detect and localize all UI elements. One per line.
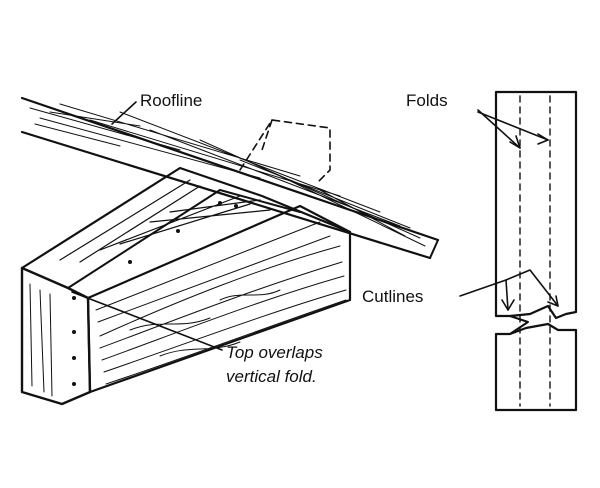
roofline-leader: [111, 101, 137, 125]
cutlines-arrowhead-right: [547, 295, 559, 307]
cutlines-arrowhead-left: [501, 299, 515, 311]
top-overlaps-label-line1: Top overlaps: [226, 343, 323, 362]
v-notch-cut: [509, 315, 529, 335]
eave-assembly-illustration: [20, 96, 440, 406]
folds-arrowhead-right: [537, 133, 549, 145]
top-overlaps-label-line2: vertical fold.: [226, 367, 317, 386]
cutlines-arrow-right: [505, 269, 559, 307]
folds-arrow-right: [477, 111, 549, 141]
fascia-front-face: [86, 204, 352, 394]
cutlines-label: Cutlines: [362, 287, 423, 306]
fascia-end-face: [20, 266, 92, 406]
fascia-top-surface: [20, 166, 352, 289]
strip-lower-outline: [494, 322, 578, 412]
cutlines-arrow-left: [459, 279, 509, 311]
hidden-rafter-dashed: [239, 119, 331, 183]
flashing-strip-illustration: [459, 90, 578, 412]
roofline-label: Roofline: [140, 91, 202, 110]
folds-label: Folds: [406, 91, 448, 110]
folds-arrowhead-left: [509, 135, 521, 149]
overlap-leader: [71, 291, 223, 351]
folds-arrow-left: [477, 109, 521, 149]
roofline-board: [20, 96, 440, 260]
strip-upper-outline: [494, 90, 578, 320]
